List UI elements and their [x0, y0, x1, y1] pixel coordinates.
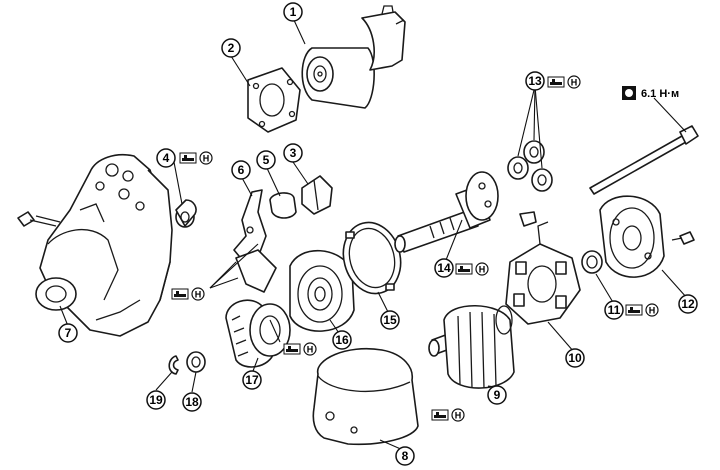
callout-15: 15: [380, 310, 400, 330]
through-bolt-part: [589, 125, 699, 195]
rear-cover-part: [599, 195, 695, 278]
grease-symbol-13: H: [547, 75, 581, 89]
stop-collar-part: [186, 351, 206, 373]
shift-lever-part: [233, 189, 277, 293]
svg-text:10: 10: [568, 351, 582, 365]
callout-2: 2: [221, 38, 241, 58]
armature-part: [428, 304, 515, 389]
callout-1: 1: [283, 2, 303, 22]
grease-symbol-9: H: [431, 408, 465, 422]
callout-4: 4: [156, 148, 176, 168]
svg-text:1: 1: [290, 5, 297, 19]
svg-text:14: 14: [437, 261, 451, 275]
grease-h-shift-lever: H: [195, 290, 202, 300]
leader-lines: [59, 17, 688, 451]
grease-h-13: H: [571, 78, 578, 88]
clutch-housing-part: [289, 249, 355, 332]
callout-16: 16: [332, 330, 352, 350]
brush-holder-part: [505, 211, 581, 325]
grease-symbol-shift-lever: H: [171, 287, 205, 301]
callout-19: 19: [146, 390, 166, 410]
svg-text:7: 7: [65, 326, 72, 340]
bushing-part: [175, 199, 197, 228]
grease-symbol-14: H: [455, 262, 489, 276]
svg-text:15: 15: [383, 313, 397, 327]
grease-h-11: H: [649, 306, 656, 316]
callout-11: 11: [604, 300, 624, 320]
svg-text:9: 9: [494, 388, 501, 402]
svg-text:17: 17: [245, 373, 259, 387]
grease-symbol-11: H: [625, 303, 659, 317]
pinion-gear-part: [225, 299, 291, 368]
grease-symbol-4: H: [179, 151, 213, 165]
pinion-shaft-part: [394, 171, 499, 253]
snap-ring-part: [168, 355, 179, 375]
svg-text:4: 4: [163, 151, 170, 165]
planetary-gears-part: [507, 140, 553, 192]
callout-12: 12: [678, 294, 698, 314]
yoke-part: [312, 348, 419, 446]
svg-text:18: 18: [185, 395, 199, 409]
callout-5: 5: [256, 150, 276, 170]
svg-text:6: 6: [238, 163, 245, 177]
grease-h-16: H: [307, 345, 314, 355]
svg-text:12: 12: [681, 297, 695, 311]
callout-17: 17: [242, 370, 262, 390]
plate-part: [269, 192, 297, 219]
callout-6: 6: [231, 160, 251, 180]
svg-text:8: 8: [402, 449, 409, 463]
torque-value: 6.1 Н·м: [641, 88, 679, 100]
grease-symbol-16: H: [283, 342, 317, 356]
retaining-ring-part: [342, 221, 402, 295]
plunger-part: [301, 175, 333, 215]
callout-13: 13: [525, 71, 545, 91]
callout-14: 14: [434, 258, 454, 278]
callout-18: 18: [182, 392, 202, 412]
callout-3: 3: [283, 143, 303, 163]
svg-text:16: 16: [335, 333, 349, 347]
callout-7: 7: [58, 323, 78, 343]
svg-text:19: 19: [149, 393, 163, 407]
svg-text:13: 13: [528, 74, 542, 88]
svg-text:5: 5: [263, 153, 270, 167]
svg-text:11: 11: [608, 303, 621, 317]
callout-8: 8: [395, 446, 415, 466]
torque-spec: 6.1 Н·м: [622, 86, 679, 100]
svg-text:2: 2: [228, 41, 235, 55]
grease-h-14: H: [479, 265, 486, 275]
svg-text:3: 3: [290, 146, 297, 160]
gear-housing-part: [17, 154, 173, 337]
shim-part: [247, 67, 301, 133]
callout-9: 9: [487, 385, 507, 405]
grease-h-9: H: [455, 411, 462, 421]
callout-10: 10: [565, 348, 585, 368]
magnetic-switch-part: [301, 5, 406, 109]
grease-h-4: H: [203, 154, 210, 164]
bearing-part: [581, 250, 603, 274]
